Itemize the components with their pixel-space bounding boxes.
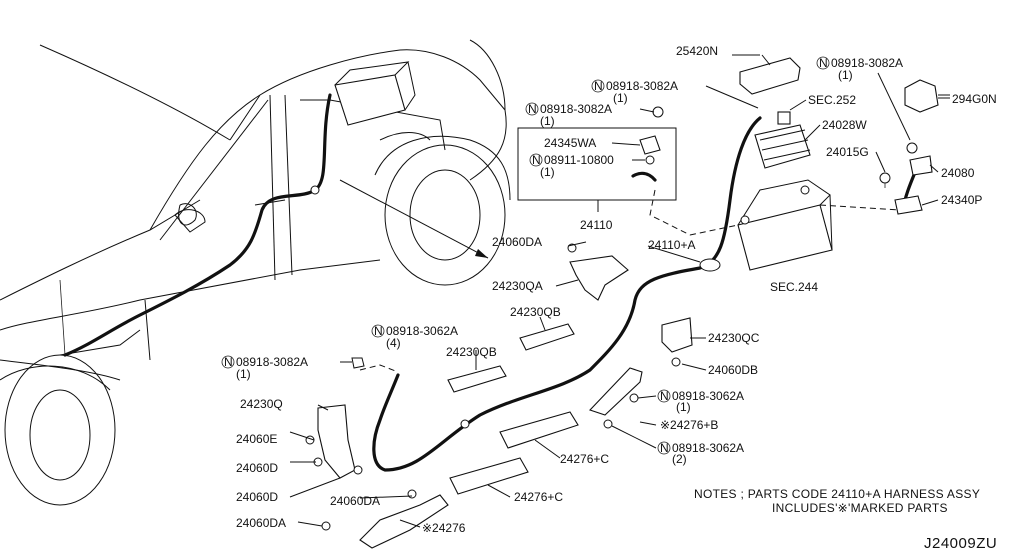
label-24345wa: 24345WA bbox=[544, 136, 596, 150]
label-24230qc: 24230QC bbox=[708, 331, 760, 345]
label-24060da-mid: 24060DA bbox=[330, 494, 380, 508]
label-294g0n: 294G0N bbox=[952, 92, 997, 106]
harness-24110a bbox=[372, 116, 762, 472]
notes-block: NOTES ; PARTS CODE 24110+A HARNESS ASSY … bbox=[694, 487, 980, 515]
label-24276b: ※24276+B bbox=[660, 418, 718, 432]
label-24028w: 24028W bbox=[822, 118, 867, 132]
n-mark: N bbox=[532, 153, 541, 167]
label-24340p: 24340P bbox=[941, 193, 982, 207]
battery-sec244-shape bbox=[737, 204, 833, 271]
label-08918-3062a-c-qty: (2) bbox=[672, 452, 687, 466]
part-labels: 25420N N 08918-3082A (1) N 08918-3082A (… bbox=[221, 44, 997, 535]
n-mark: N bbox=[594, 79, 603, 93]
label-24230qb-b: 24230QB bbox=[446, 345, 497, 359]
label-08918-3082a-mid: 08918-3082A bbox=[606, 79, 678, 93]
label-24110a: 24110+A bbox=[648, 238, 696, 252]
label-24230qb-a: 24230QB bbox=[510, 305, 561, 319]
parts-group bbox=[305, 54, 950, 549]
label-25420n: 25420N bbox=[676, 44, 718, 58]
label-24015g: 24015G bbox=[826, 145, 869, 159]
label-08911-10800: 08911-10800 bbox=[544, 153, 614, 167]
label-08918-3062a-b: 08918-3062A bbox=[672, 389, 744, 403]
label-sec252: SEC.252 bbox=[808, 93, 856, 107]
n-mark: N bbox=[660, 441, 669, 455]
leader-lines bbox=[289, 54, 950, 528]
label-24276: ※24276 bbox=[422, 521, 466, 535]
label-08918-3082a-right: 08918-3082A bbox=[540, 102, 612, 116]
notes-line-1: NOTES ; PARTS CODE 24110+A HARNESS ASSY bbox=[694, 487, 980, 501]
label-08918-3082a-top: 08918-3082A bbox=[831, 56, 903, 70]
label-08918-3062a-a: 08918-3062A bbox=[386, 324, 458, 338]
label-08918-3062a-a-qty: (4) bbox=[386, 336, 401, 350]
assembly-24110-box bbox=[517, 127, 677, 201]
label-08918-3082a-top-qty: (1) bbox=[838, 68, 853, 82]
n-mark: N bbox=[374, 324, 383, 338]
notes-line-2: INCLUDES'※'MARKED PARTS bbox=[772, 501, 948, 515]
label-24080: 24080 bbox=[941, 166, 975, 180]
label-24110: 24110 bbox=[580, 218, 613, 232]
label-08918-3082a-right-qty: (1) bbox=[540, 114, 555, 128]
label-08918-3082a-left-qty: (1) bbox=[236, 367, 251, 381]
n-mark: N bbox=[528, 102, 537, 116]
label-24230q: 24230Q bbox=[240, 397, 283, 411]
label-24060e: 24060E bbox=[236, 432, 277, 446]
label-24060db: 24060DB bbox=[708, 363, 758, 377]
diagram-code: J24009ZU bbox=[924, 535, 997, 552]
label-08911-10800-qty: (1) bbox=[540, 165, 555, 179]
label-sec244: SEC.244 bbox=[770, 280, 818, 294]
label-24060da-bot: 24060DA bbox=[236, 516, 286, 530]
label-24060d-b: 24060D bbox=[236, 490, 278, 504]
label-08918-3082a-left: 08918-3082A bbox=[236, 355, 308, 369]
n-mark: N bbox=[224, 355, 233, 369]
label-24276c-a: 24276+C bbox=[560, 452, 609, 466]
label-24060da-top: 24060DA bbox=[492, 235, 542, 249]
label-24230qa: 24230QA bbox=[492, 279, 543, 293]
label-24060d-a: 24060D bbox=[236, 461, 278, 475]
vehicle-outline bbox=[0, 39, 511, 506]
n-mark: N bbox=[660, 389, 669, 403]
label-08918-3062a-b-qty: (1) bbox=[676, 400, 691, 414]
label-08918-3062a-c: 08918-3062A bbox=[672, 441, 744, 455]
n-mark: N bbox=[819, 56, 828, 70]
label-08918-3082a-mid-qty: (1) bbox=[613, 91, 628, 105]
label-24276c-b: 24276+C bbox=[514, 490, 563, 504]
part-25420n-shape bbox=[739, 57, 801, 95]
